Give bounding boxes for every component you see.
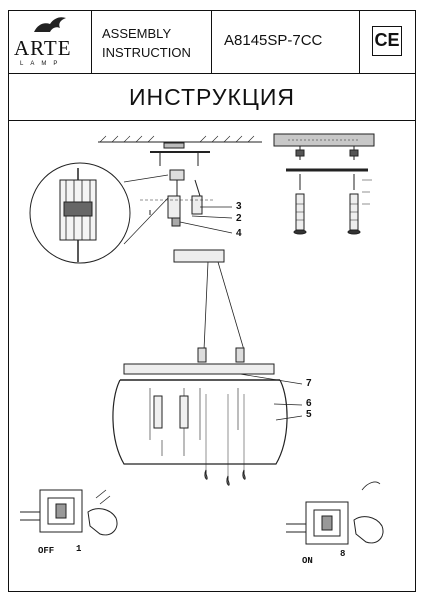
griffin-logo-icon — [34, 17, 66, 32]
model-cell: A8145SP-7CC — [212, 10, 360, 73]
page-title: ИНСТРУКЦИЯ — [128, 84, 296, 110]
title-divider — [8, 120, 416, 121]
ceiling-mount-diagram — [98, 135, 262, 227]
ce-mark: CE — [372, 26, 402, 56]
callout-3: 3 — [236, 201, 242, 212]
callout-2: 2 — [236, 213, 242, 224]
switch-off-step: 1 — [76, 544, 82, 554]
header: ARTE LAMP ASSEMBLY INSTRUCTION A8145SP-7… — [8, 10, 416, 74]
switch-on-label: ON — [302, 556, 313, 566]
logo-cell: ARTE LAMP — [8, 10, 92, 73]
ce-cell: CE — [360, 10, 416, 73]
switch-on-step: 8 — [340, 549, 346, 559]
canopy-side-view — [273, 133, 375, 235]
callout-7: 7 — [306, 378, 312, 389]
switch-off-label: OFF — [38, 546, 55, 556]
brand-logo-sub: LAMP — [20, 61, 65, 67]
wall-switch-on-diagram — [286, 481, 384, 545]
brand-logo: ARTE — [14, 36, 72, 60]
callout-4: 4 — [236, 228, 242, 239]
connector-detail — [29, 162, 169, 264]
doc-type-cell: ASSEMBLY INSTRUCTION — [92, 10, 212, 73]
callout-6: 6 — [306, 398, 312, 409]
page-frame — [8, 10, 416, 592]
doc-type-line1: ASSEMBLY — [102, 26, 172, 41]
callout-5: 5 — [306, 409, 312, 420]
pendant-fixture — [112, 249, 303, 486]
doc-type-line2: INSTRUCTION — [102, 45, 191, 60]
wall-switch-off-diagram — [20, 489, 118, 536]
model-number: A8145SP-7CC — [224, 32, 323, 49]
